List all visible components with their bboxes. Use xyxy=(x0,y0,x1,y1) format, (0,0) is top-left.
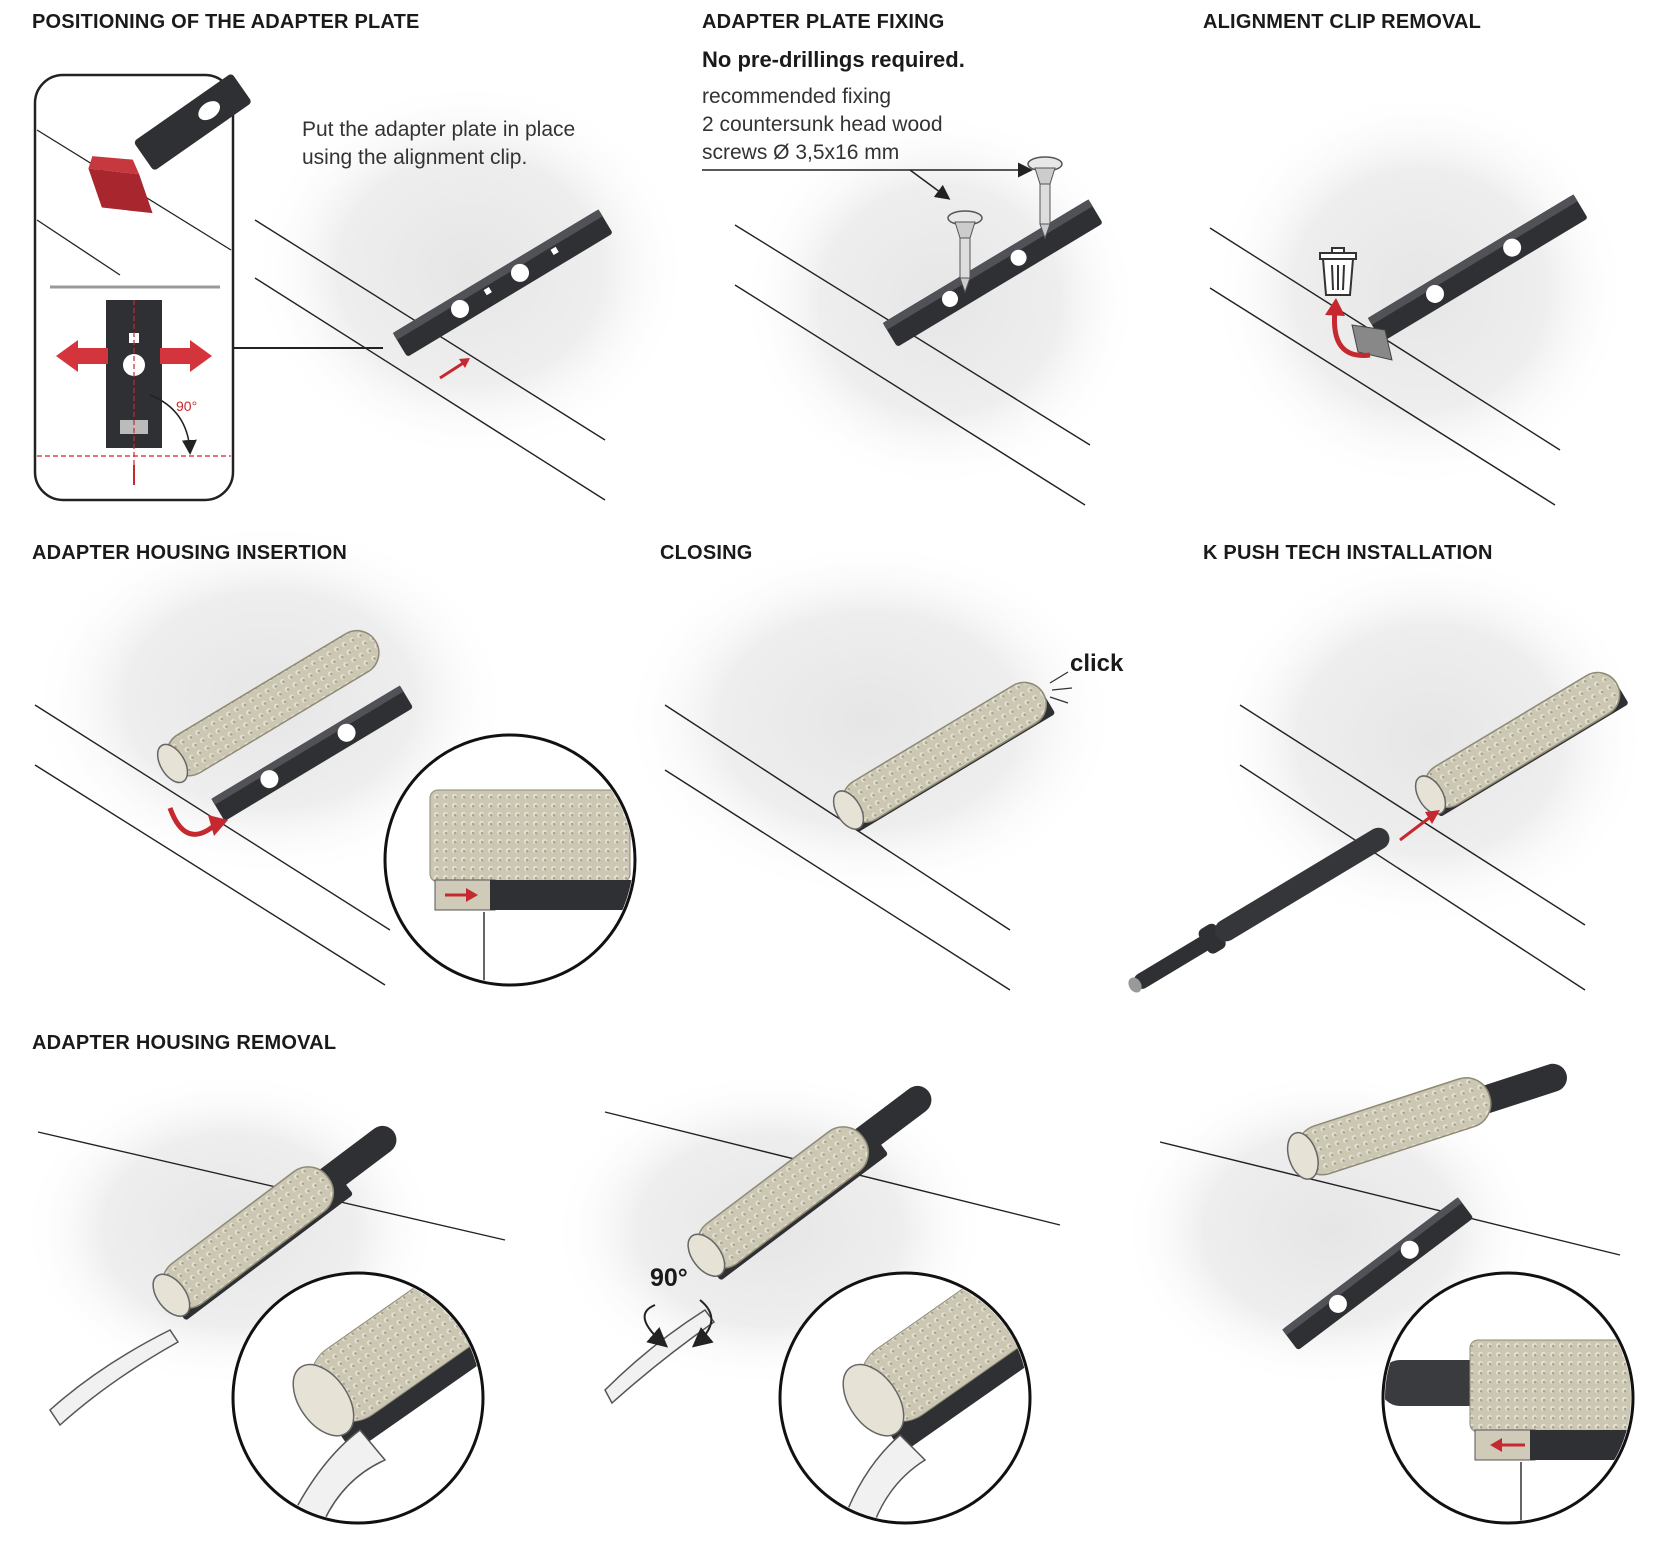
positioning-text-line2: using the alignment clip. xyxy=(302,146,528,169)
removal-illustration-2 xyxy=(550,1070,1061,1525)
positioning-text-line1: Put the adapter plate in place xyxy=(302,118,576,141)
step-title-clip-removal: ALIGNMENT CLIP REMOVAL xyxy=(1203,11,1482,33)
removal-detail-circle-3 xyxy=(1381,1271,1635,1525)
angle-label: 90° xyxy=(176,398,198,414)
step-title-closing: CLOSING xyxy=(660,542,753,564)
clip-removal-illustration xyxy=(1209,90,1630,506)
push-latch xyxy=(1128,827,1390,993)
fixing-text-line3: screws Ø 3,5x16 mm xyxy=(702,141,900,164)
positioning-illustration xyxy=(33,73,690,502)
closing-illustration xyxy=(620,540,1120,991)
step-title-housing-insertion: ADAPTER HOUSING INSERTION xyxy=(32,542,348,564)
screw-1 xyxy=(947,210,983,294)
trash-icon xyxy=(1319,247,1357,296)
step-title-push-tech: K PUSH TECH INSTALLATION xyxy=(1203,542,1493,564)
insertion-illustration xyxy=(30,520,637,987)
fixing-text-line1: recommended fixing xyxy=(702,85,892,108)
adapter-plate xyxy=(392,209,612,356)
step-title-housing-removal: ADAPTER HOUSING REMOVAL xyxy=(32,1032,337,1054)
alignment-clip xyxy=(88,156,153,214)
step-title-fixing: ADAPTER PLATE FIXING xyxy=(702,11,945,33)
adapter-housing xyxy=(156,629,380,784)
removal-illustration-3 xyxy=(1120,1063,1635,1525)
step-title-positioning: POSITIONING OF THE ADAPTER PLATE xyxy=(32,11,420,33)
fixing-subtitle: No pre-drillings required. xyxy=(702,47,965,72)
click-label: click xyxy=(1070,650,1124,677)
insertion-detail-circle xyxy=(383,733,637,987)
rotation-angle-label: 90° xyxy=(650,1264,688,1292)
removal-illustration-1 xyxy=(20,1070,506,1525)
fixing-illustration xyxy=(702,110,1140,506)
fixing-text-line2: 2 countersunk head wood xyxy=(702,113,943,136)
push-tech-illustration xyxy=(1128,550,1650,993)
alignment-inset xyxy=(33,73,251,502)
